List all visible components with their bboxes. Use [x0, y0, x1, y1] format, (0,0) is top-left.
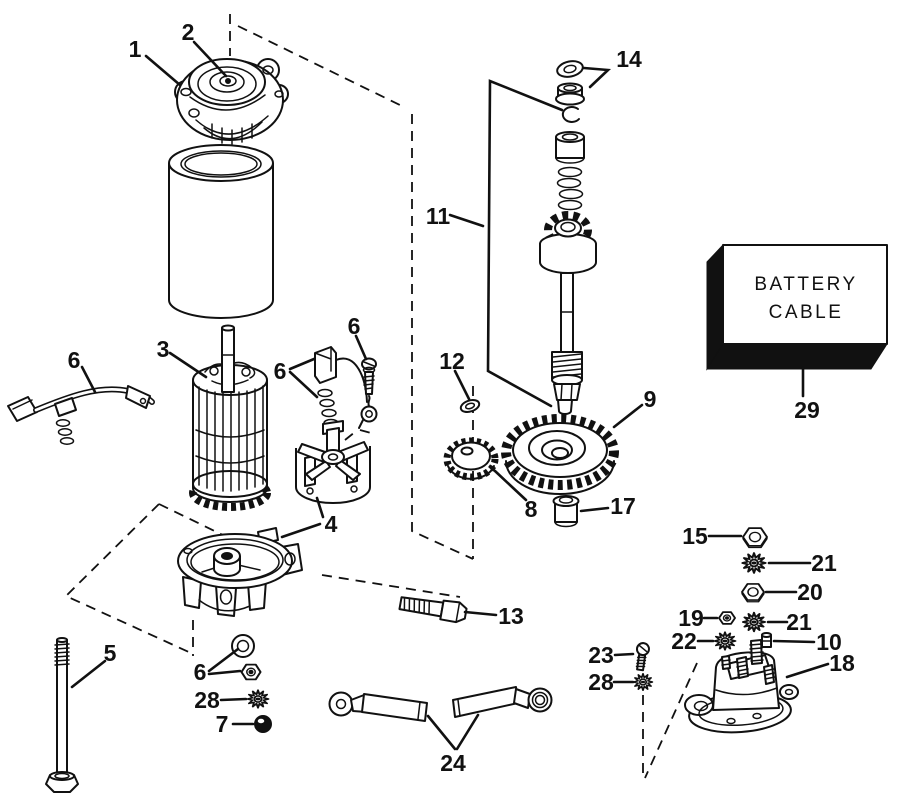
- callout-21-lower: 21: [786, 609, 812, 635]
- callout-10: 10: [816, 629, 842, 655]
- callout-20: 20: [797, 579, 823, 605]
- leader-4: [280, 496, 325, 539]
- callout-14: 14: [616, 46, 642, 72]
- callout-18: 18: [829, 650, 855, 676]
- part-through-bolt: [45, 637, 79, 793]
- callout-21-upper: 21: [811, 550, 837, 576]
- callout-4: 4: [325, 511, 338, 537]
- leader-3: [168, 351, 208, 379]
- part-cables: [328, 686, 553, 722]
- leader-23: [613, 652, 635, 657]
- callout-6-wire: 6: [68, 347, 81, 373]
- leader-8: [493, 469, 528, 502]
- part-lower-end-cap: [177, 527, 303, 617]
- dashed-line: [411, 114, 474, 560]
- part-motor-frame: [168, 144, 274, 319]
- leader-14: [582, 66, 612, 89]
- part-hex-bolt: [398, 596, 468, 624]
- part-large-gear: [501, 414, 619, 495]
- callout-15: 15: [682, 523, 708, 549]
- part-mounting-screw: [635, 642, 650, 672]
- callout-5: 5: [104, 640, 117, 666]
- callout-29: 29: [794, 397, 820, 423]
- part-solenoid: [684, 639, 799, 734]
- part-small-washer: [459, 399, 481, 413]
- part-terminal-screw: [358, 357, 378, 429]
- part-brush-and-spring: [314, 346, 368, 428]
- callout-24: 24: [440, 750, 466, 776]
- dashed-line: [158, 503, 232, 540]
- leader-24: [426, 713, 480, 751]
- callout-6-stack: 6: [194, 659, 207, 685]
- leader-5: [70, 659, 107, 689]
- dashed-line: [344, 429, 372, 441]
- assembly-dashed-lines: [64, 14, 698, 779]
- callout-labels: 1 2 3 6 6 6 4 5 13 6 28 7 24 11 12 14 9 …: [68, 19, 855, 776]
- part-brush-lead-wire: [7, 385, 155, 445]
- leader-18: [785, 662, 830, 679]
- leader-6-screw: [354, 334, 368, 361]
- leader-6-brush: [288, 357, 319, 399]
- callout-8: 8: [525, 496, 538, 522]
- part-brush-plate: [295, 420, 371, 504]
- battery-cable-label-line1: BATTERY: [754, 274, 857, 295]
- leader-2: [192, 40, 228, 78]
- part-end-cap: [174, 58, 289, 145]
- leader-6-wire: [80, 365, 97, 394]
- callout-12: 12: [439, 348, 465, 374]
- battery-cable-box: BATTERY CABLE: [706, 243, 888, 371]
- part-washer-nut-stack: [231, 634, 272, 733]
- leader-12: [453, 369, 471, 401]
- leader-13: [463, 610, 498, 617]
- callout-1: 1: [129, 36, 142, 62]
- callout-9: 9: [644, 386, 657, 412]
- callout-17: 17: [610, 493, 636, 519]
- leader-9: [612, 403, 644, 429]
- callout-28-left: 28: [194, 687, 220, 713]
- callout-7: 7: [216, 711, 229, 737]
- callout-22: 22: [671, 628, 697, 654]
- callout-6-brush: 6: [274, 358, 287, 384]
- part-small-gear: [443, 437, 499, 481]
- callout-11: 11: [426, 203, 451, 229]
- callout-3: 3: [157, 336, 170, 362]
- part-drive-assembly: [539, 60, 597, 415]
- leader-17: [579, 506, 610, 513]
- dashed-line: [644, 662, 698, 779]
- leader-10: [772, 639, 816, 644]
- callout-23: 23: [588, 642, 614, 668]
- dashed-line: [64, 503, 192, 654]
- part-armature: [189, 324, 271, 511]
- leader-11: [448, 213, 485, 228]
- part-bushing: [552, 495, 580, 528]
- callout-2: 2: [182, 19, 195, 45]
- leader-11-bracket: [486, 79, 564, 408]
- leader-28-left: [219, 697, 248, 702]
- leader-6-stack: [207, 647, 242, 676]
- callout-28-right: 28: [588, 669, 614, 695]
- dashed-line: [321, 574, 461, 598]
- callout-6-screw: 6: [348, 313, 361, 339]
- leader-1: [144, 54, 182, 87]
- battery-cable-label-line2: CABLE: [769, 302, 844, 323]
- dashed-line: [237, 25, 407, 109]
- callout-19: 19: [678, 605, 704, 631]
- part-solenoid-hardware: [713, 527, 772, 651]
- callout-13: 13: [498, 603, 524, 629]
- leader-lines: [70, 40, 830, 751]
